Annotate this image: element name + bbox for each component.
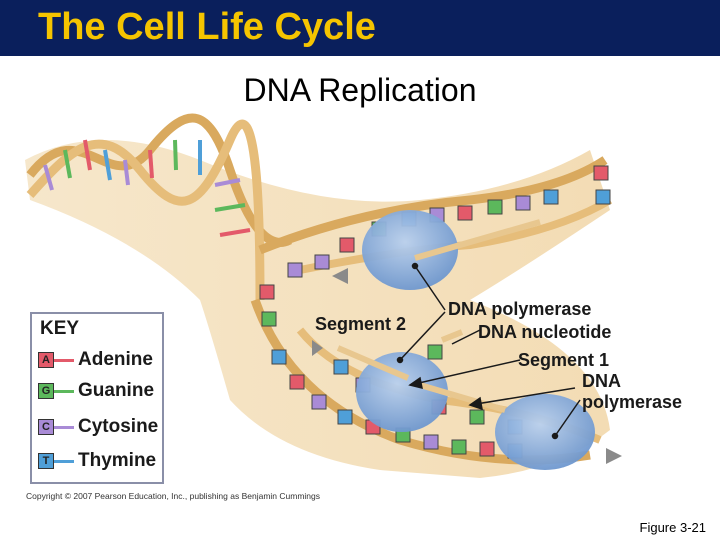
key-label-cytosine: Cytosine xyxy=(78,416,159,437)
slide-subtitle: DNA Replication xyxy=(243,72,477,108)
adenine-chip: A xyxy=(38,352,54,368)
key-title: KEY xyxy=(40,318,80,339)
cytosine-chip: C xyxy=(38,419,54,435)
segment-2-strand xyxy=(336,345,410,381)
dna-polymerase-lower xyxy=(495,394,595,470)
label-segment-2: Segment 2 xyxy=(315,314,406,334)
key-label-adenine: Adenine xyxy=(78,349,153,370)
parent-backbone-2 xyxy=(26,119,265,301)
parent-backbone-1 xyxy=(26,113,293,247)
copyright-notice: Copyright © 2007 Pearson Education, Inc.… xyxy=(26,491,321,501)
page-title: The Cell Life Cycle xyxy=(38,6,376,48)
label-dna-polymerase-bottom-1: DNA xyxy=(582,371,621,391)
key-item-guanine: G Guanine xyxy=(38,379,154,403)
dna-polymerase-upper xyxy=(362,210,458,290)
guanine-chip: G xyxy=(38,383,54,399)
title-bar: The Cell Life Cycle xyxy=(0,0,720,56)
dna-polymerase-middle xyxy=(356,352,448,432)
key-label-guanine: Guanine xyxy=(78,380,155,401)
free-nucleotide xyxy=(427,344,443,360)
helix-background xyxy=(25,140,610,478)
direction-arrows xyxy=(312,268,622,464)
label-dna-polymerase-top: DNA polymerase xyxy=(448,299,591,319)
label-dna-nucleotide: DNA nucleotide xyxy=(478,322,611,342)
parent-base-pairs xyxy=(43,139,251,237)
key-item-thymine: T Thymine xyxy=(38,449,156,473)
figure-number: Figure 3-21 xyxy=(639,520,706,535)
key-label-thymine: Thymine xyxy=(78,450,157,471)
segment-1-strand xyxy=(419,382,506,413)
key-item-adenine: A Adenine xyxy=(38,348,153,372)
thymine-chip: T xyxy=(38,453,54,469)
upper-backbone-outer xyxy=(258,156,608,255)
pointer-lines xyxy=(396,262,581,440)
label-dna-polymerase-bottom-2: polymerase xyxy=(582,392,682,412)
label-segment-1: Segment 1 xyxy=(518,350,609,370)
key-item-cytosine: C Cytosine xyxy=(38,415,158,439)
new-segment-upper xyxy=(414,219,541,261)
key-legend: KEY A Adenine G Guanine C Cytosine T Thy… xyxy=(30,312,164,484)
